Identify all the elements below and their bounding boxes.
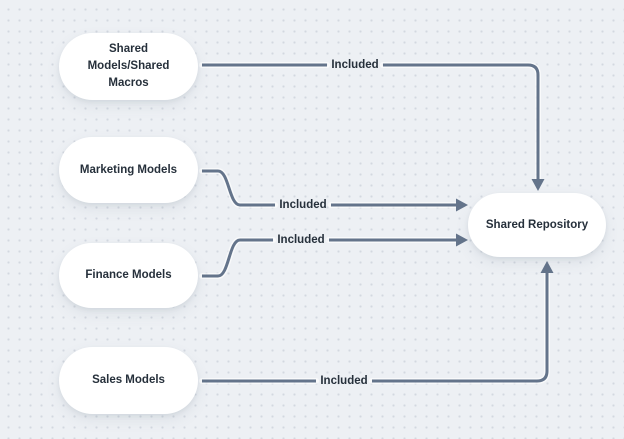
node-label: Shared Models/Shared Macros xyxy=(87,43,170,89)
edge-finance-to-repository xyxy=(199,233,468,279)
arrowhead-down-icon xyxy=(531,179,545,191)
node-shared-models-macros[interactable]: Shared Models/Shared Macros xyxy=(59,33,198,100)
edge-label-included-marketing: Included xyxy=(279,199,327,211)
arrowhead-up-icon xyxy=(540,261,554,273)
arrowhead-right-icon xyxy=(456,198,468,212)
edge-shared-models-to-repository xyxy=(199,62,545,191)
edge-label-included-sales: Included xyxy=(320,375,368,387)
node-label: Shared Repository xyxy=(485,218,589,231)
node-marketing-models[interactable]: Marketing Models xyxy=(59,137,198,203)
node-sales-models[interactable]: Sales Models xyxy=(59,347,198,414)
node-shared-repository[interactable]: Shared Repository xyxy=(468,193,606,257)
edge-sales-to-repository xyxy=(199,261,554,384)
node-label: Sales Models xyxy=(92,374,165,386)
node-finance-models[interactable]: Finance Models xyxy=(59,243,198,308)
arrowhead-right-icon xyxy=(456,233,468,247)
node-label: Marketing Models xyxy=(79,163,178,176)
node-label: Finance Models xyxy=(85,269,172,281)
edge-label-included-finance: Included xyxy=(277,234,325,246)
edge-label-included-top: Included xyxy=(331,59,379,71)
edge-marketing-to-repository xyxy=(199,168,468,212)
